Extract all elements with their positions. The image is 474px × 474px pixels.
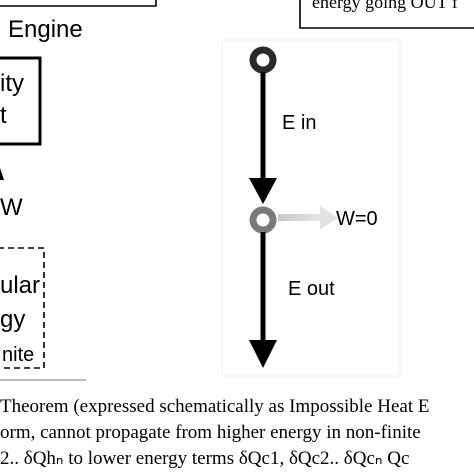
caption-line-2: orm, cannot propagate from higher energy…: [0, 422, 421, 443]
source-node: [249, 46, 277, 74]
e-in-arrow-head: [249, 178, 277, 204]
e-in-label: E in: [282, 112, 317, 134]
dashed-text-1: ular: [0, 272, 41, 299]
schematic-frame: [221, 39, 401, 377]
work-arrow-tip: [0, 168, 4, 180]
caption-line-3: 2.. δQhₙ to lower energy terms δQc1, δQc…: [0, 448, 410, 469]
w-arrow-head: [320, 206, 338, 230]
energy-out-text: energy going OUT f: [312, 0, 458, 12]
engine-label: Engine: [8, 16, 83, 43]
left-box-text-2: t: [0, 102, 7, 129]
work-label: W: [0, 194, 23, 221]
left-dashed-box: [0, 247, 45, 369]
top-left-frame: [0, 0, 157, 7]
e-out-arrow-head: [249, 340, 277, 368]
left-box: [0, 56, 42, 146]
top-right-frame: [299, 0, 474, 29]
left-box-text-1: ity: [0, 70, 24, 97]
caption-line-1: Theorem (expressed schematically as Impo…: [0, 396, 430, 417]
w-zero-label: W=0: [336, 208, 378, 230]
w-arrow-shaft: [278, 214, 322, 221]
dashed-text-2: gy: [0, 306, 26, 333]
engine-node: [249, 206, 277, 234]
e-out-label: E out: [288, 278, 335, 300]
dashed-text-3: nite: [2, 344, 35, 366]
